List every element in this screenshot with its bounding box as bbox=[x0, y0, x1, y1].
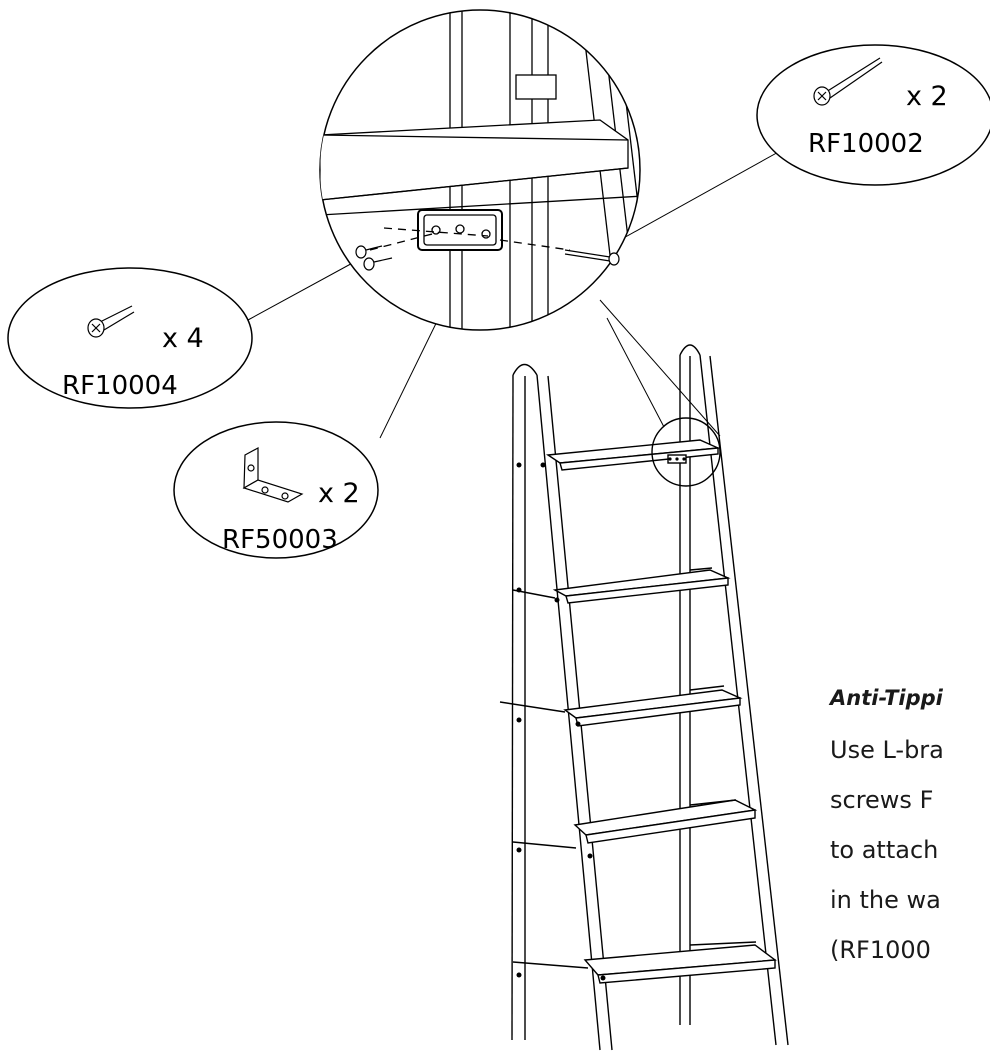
note-line-2: screws F bbox=[830, 786, 934, 814]
note-line-4: in the wa bbox=[830, 886, 941, 914]
leader-line-shelf-screw bbox=[247, 259, 359, 321]
note-title: Anti-Tippi bbox=[830, 686, 943, 710]
detail-long-screw bbox=[564, 249, 620, 266]
l-bracket-icon bbox=[242, 446, 304, 503]
leader-line-detail-left bbox=[606, 317, 665, 428]
bracket-qty: x 2 bbox=[318, 478, 360, 509]
ladder-shelf-illustration bbox=[499, 344, 789, 1051]
callout-bracket bbox=[173, 421, 379, 559]
wall-screw-code: RF10002 bbox=[808, 129, 924, 159]
note-line-5: (RF1000 bbox=[830, 936, 931, 964]
leader-line-wall-screw bbox=[619, 149, 783, 241]
wall-screw-qty: x 2 bbox=[906, 81, 948, 112]
shelf-screw-code: RF10004 bbox=[62, 371, 178, 401]
note-line-1: Use L-bra bbox=[830, 736, 944, 764]
bracket-code: RF50003 bbox=[222, 525, 338, 555]
leader-line-detail-right bbox=[599, 299, 721, 437]
callout-wall-screw bbox=[756, 44, 990, 186]
note-line-3: to attach bbox=[830, 836, 939, 864]
long-screw-icon bbox=[813, 57, 883, 106]
callout-shelf-screw bbox=[7, 267, 253, 409]
shelf-screw-qty: x 4 bbox=[162, 323, 204, 354]
zoom-detail bbox=[319, 9, 641, 331]
short-screw-icon bbox=[87, 305, 135, 338]
detail-short-screws bbox=[355, 245, 393, 271]
